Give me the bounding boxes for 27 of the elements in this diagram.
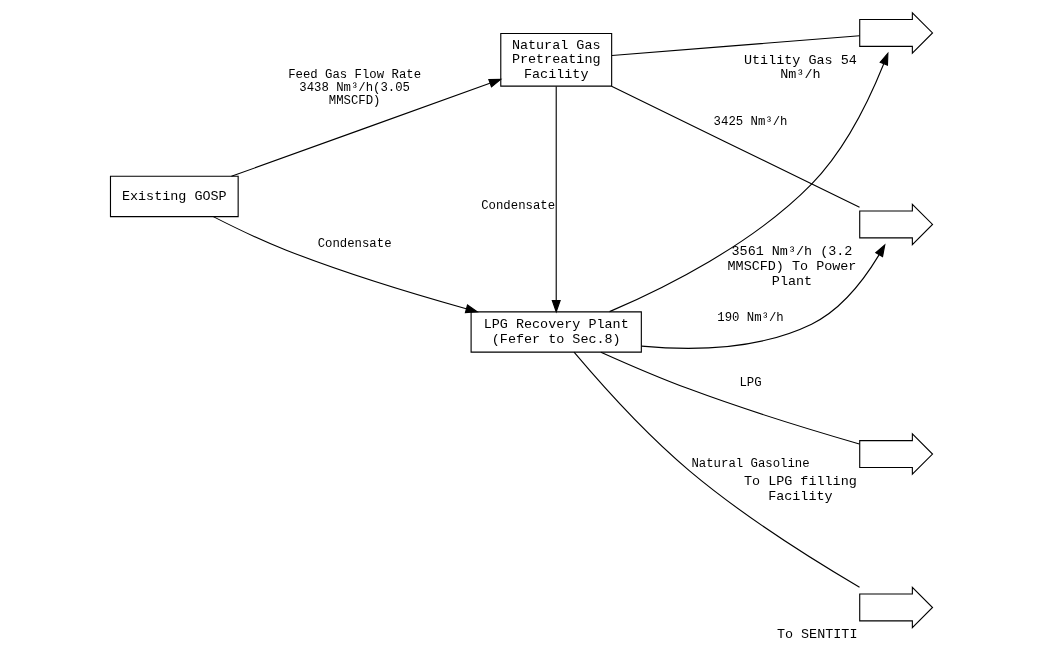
connector: [610, 35, 860, 57]
arrow: [551, 85, 561, 314]
connector: [599, 351, 860, 445]
node-arrow: [858, 202, 933, 246]
arrow: [212, 216, 479, 314]
connector: [573, 351, 860, 588]
node-arrow: [858, 11, 933, 55]
arrow: [230, 78, 502, 177]
edge-label: Condensate: [480, 199, 555, 214]
edge-label: 3425 Nm³/h: [713, 114, 787, 129]
edge-label: Natural Gasoline: [690, 457, 810, 472]
node-label: 3561 Nm³/h (3.2 MMSCFD) To Power Plant: [727, 244, 856, 289]
node-box: LPG Recovery Plant (Fefer to Sec.8): [470, 311, 642, 353]
node-arrow: [858, 585, 933, 629]
edge-label: LPG: [738, 375, 762, 390]
node-label: Utility Gas 54 Nm³/h: [743, 52, 857, 83]
connector: [610, 85, 860, 208]
node-box: Existing GOSP: [109, 175, 239, 218]
node-box: Natural Gas Pretreating Facility: [499, 32, 612, 87]
arrow: [608, 51, 888, 313]
arrow: [640, 243, 886, 349]
node-label: To SENTITI: [776, 627, 857, 643]
node-label: To LPG filling Facility: [743, 473, 857, 504]
node-arrow: [858, 432, 933, 476]
edge-label: 190 Nm³/h: [716, 310, 784, 325]
edge-label: Feed Gas Flow Rate 3438 Nm³/h(3.05 MMSCFD): [287, 67, 421, 109]
edge-label: Condensate: [317, 236, 392, 251]
